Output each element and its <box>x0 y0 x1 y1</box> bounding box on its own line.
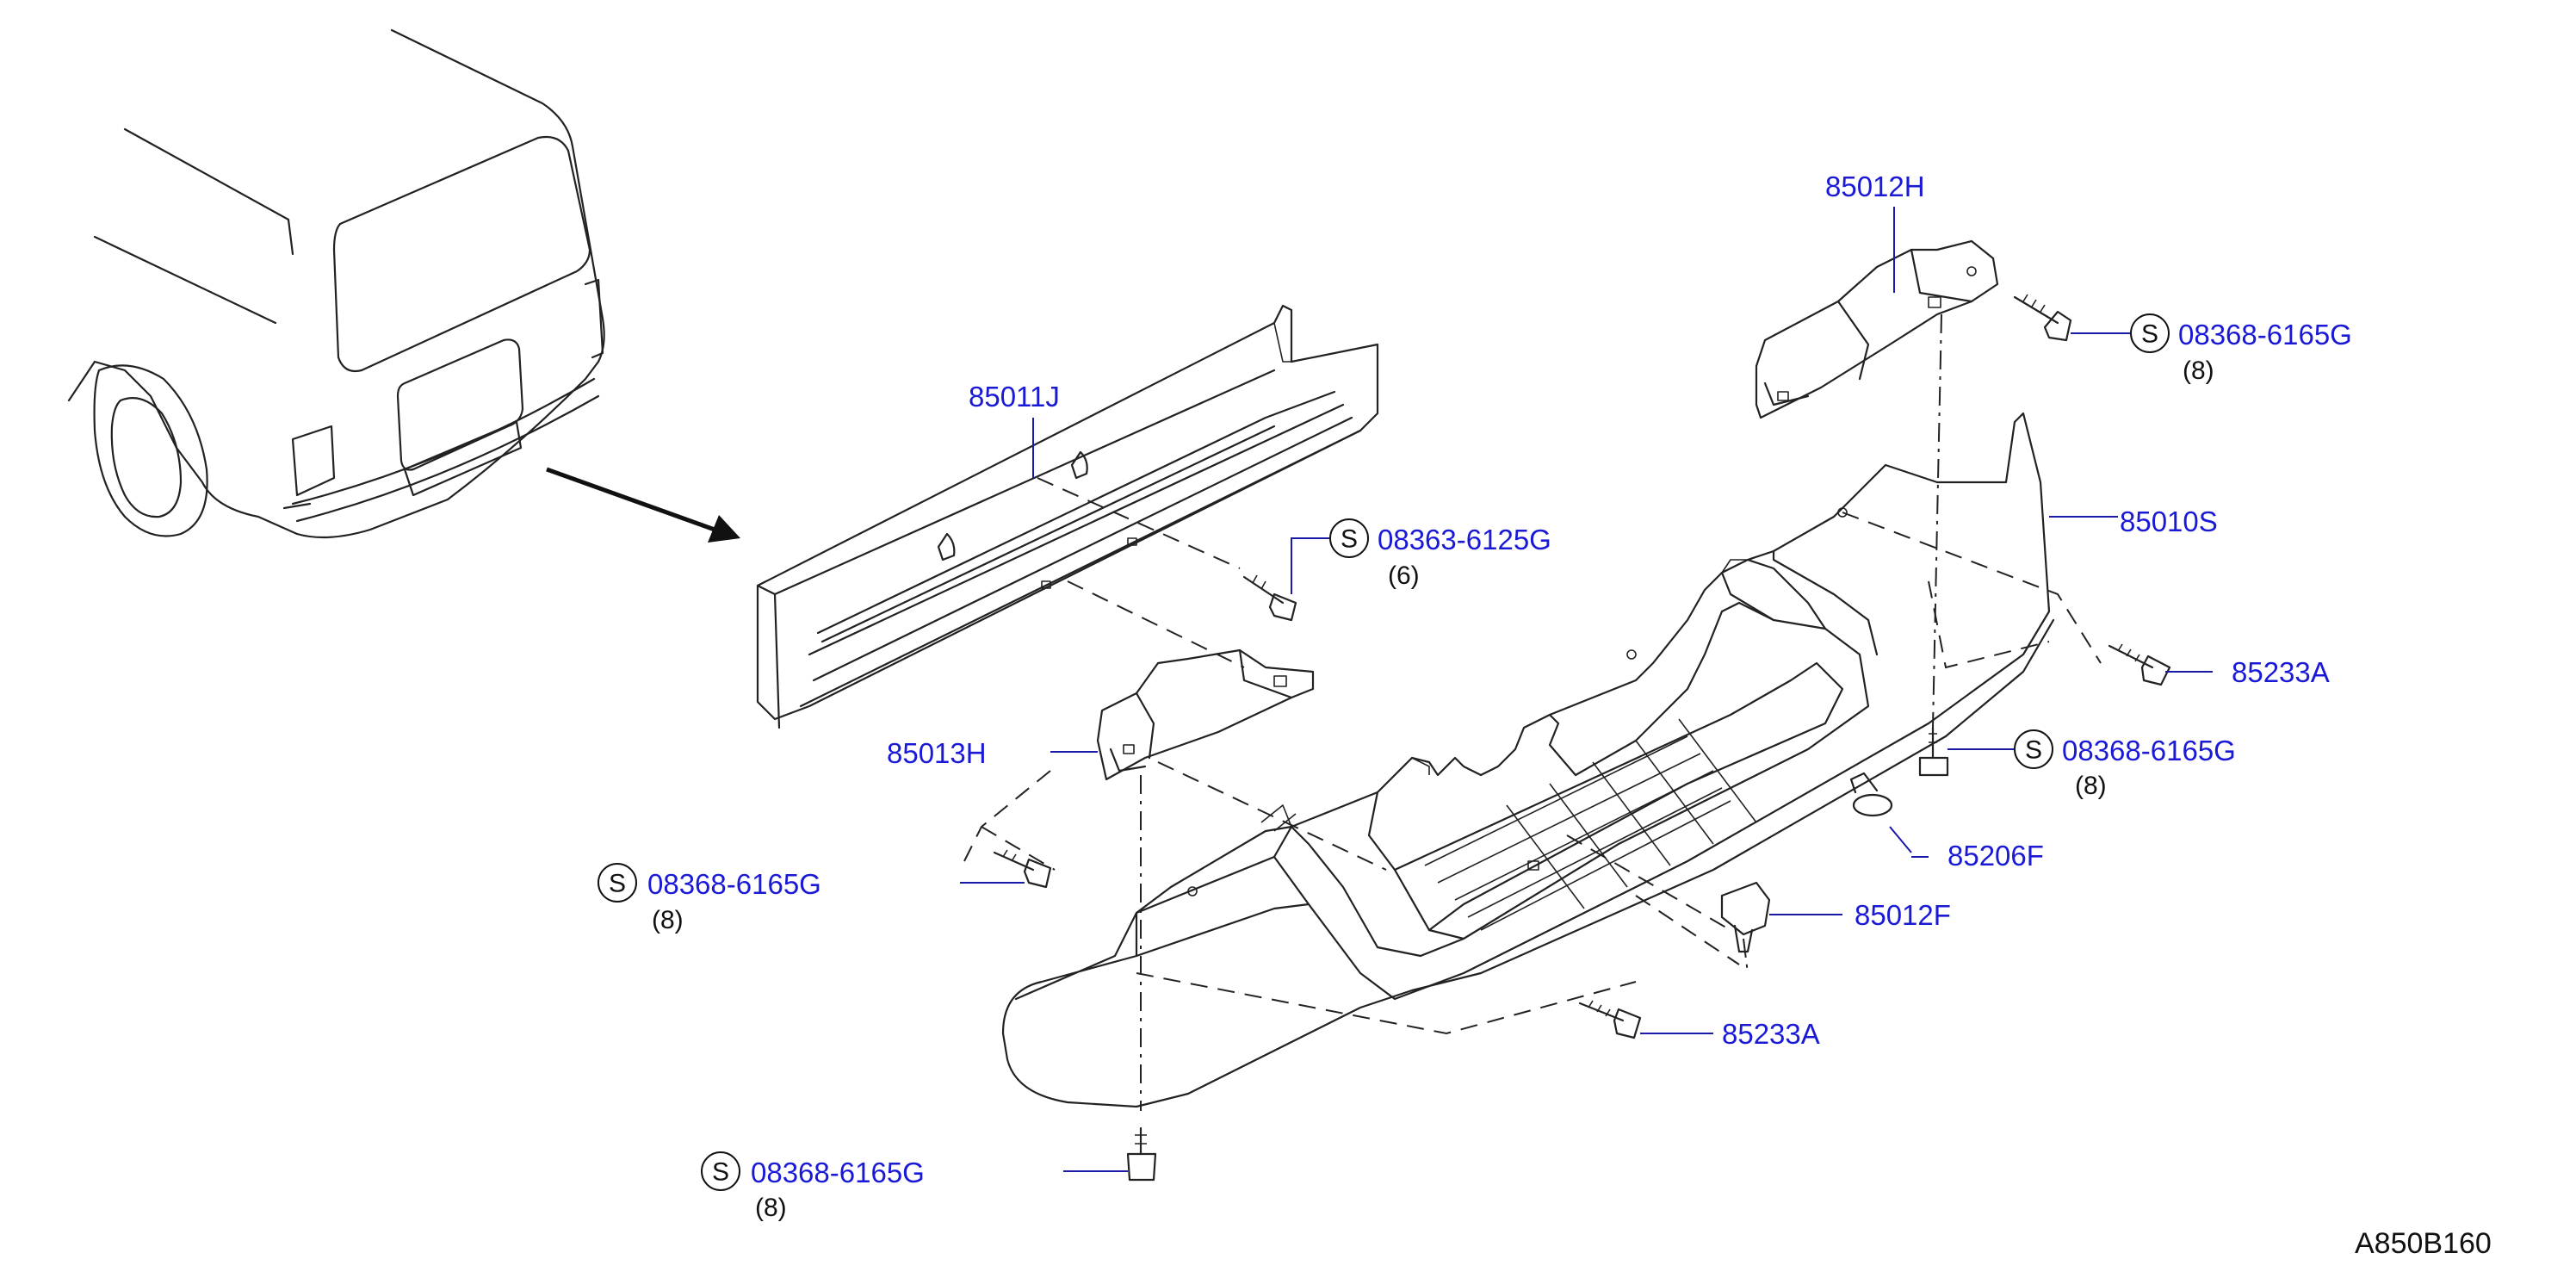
s-symbol: S <box>2025 736 2042 765</box>
bolt-callout-4: S 08368-6165G (8) <box>598 863 821 934</box>
bumper-85010S <box>1001 412 2055 1108</box>
label-85206F: 85206F <box>1947 840 2044 872</box>
bolt-callout-1: S 08368-6165G (8) <box>2130 313 2352 385</box>
bolt-icon <box>1126 1126 1157 1182</box>
bracket-85013H <box>1096 648 1315 781</box>
bolt-part-number: 08368-6165G <box>647 868 821 900</box>
bolt-icon <box>2108 643 2171 686</box>
leader-lines <box>960 207 2213 1172</box>
s-symbol: S <box>609 870 626 898</box>
label-85233A-right: 85233A <box>2232 656 2330 688</box>
bolt-part-number: 08368-6165G <box>2062 735 2236 766</box>
label-85013H: 85013H <box>887 737 987 769</box>
bolt-quantity: (8) <box>652 906 684 934</box>
bolt-quantity: (6) <box>1388 561 1420 590</box>
vehicle-rear-illustration <box>67 28 605 539</box>
bolt-callout-5: S 08368-6165G (8) <box>701 1151 925 1222</box>
label-85011J: 85011J <box>969 381 1060 413</box>
bolt-icon <box>993 849 1052 889</box>
reinforcement-85011J <box>756 304 1379 729</box>
clip-icon <box>1720 881 1771 953</box>
label-85012F: 85012F <box>1855 899 1951 931</box>
label-85233A-bottom: 85233A <box>1722 1018 1820 1050</box>
bolt-part-number: 08368-6165G <box>751 1157 925 1188</box>
bolt-icon <box>1918 726 1949 777</box>
s-symbol: S <box>1341 525 1358 554</box>
bolt-callout-3: S 08368-6165G (8) <box>2014 729 2236 800</box>
s-symbol: S <box>2141 320 2158 349</box>
bolt-part-number: 08363-6125G <box>1378 524 1551 555</box>
bolt-icon <box>1242 574 1297 622</box>
diagram-reference-code: A850B160 <box>2355 1227 2492 1260</box>
label-85012H: 85012H <box>1825 171 1925 202</box>
s-symbol: S <box>712 1158 729 1187</box>
bolt-quantity: (8) <box>2183 357 2214 385</box>
label-85010S: 85010S <box>2120 506 2218 537</box>
clip-icon <box>1849 772 1893 817</box>
part-labels: 85011J 85012H 85013H 85010S 85233A 85206… <box>887 171 2330 1050</box>
bracket-85012H <box>1755 239 1999 419</box>
bolt-callout-2: S 08363-6125G (6) <box>1329 518 1551 590</box>
direction-arrow <box>546 467 740 543</box>
bolt-quantity: (8) <box>755 1194 787 1222</box>
bolt-quantity: (8) <box>2075 772 2107 800</box>
bolt-icon <box>2013 294 2072 342</box>
bolt-icon <box>1578 1000 1642 1039</box>
bolt-part-number: 08368-6165G <box>2178 319 2352 351</box>
